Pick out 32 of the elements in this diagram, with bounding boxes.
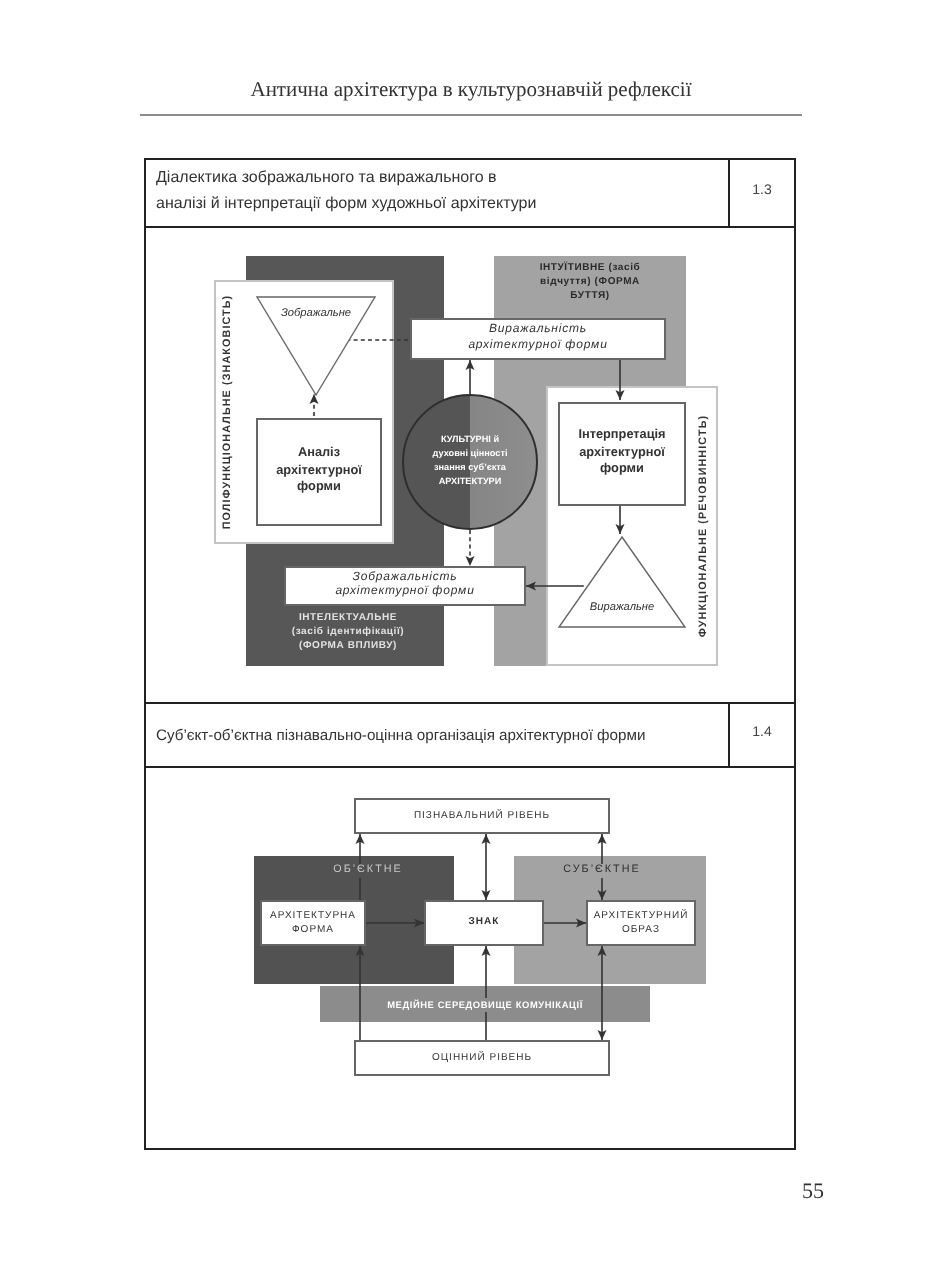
arrow (543, 918, 587, 928)
shaded-panel (254, 856, 454, 984)
dashed-arrow (309, 393, 319, 417)
arrow (355, 833, 365, 901)
arrow (525, 581, 585, 591)
arrow (615, 503, 625, 535)
inverted-triangle (256, 296, 376, 396)
dashed-arrow (465, 529, 475, 567)
panel (214, 280, 394, 544)
arrow (465, 359, 475, 395)
triangle (558, 536, 686, 628)
level-box (354, 798, 610, 834)
double-arrow (597, 833, 607, 901)
level-box (354, 1040, 610, 1076)
shaded-panel (514, 856, 706, 984)
process-box (260, 900, 366, 946)
process-box (256, 418, 382, 526)
process-box (410, 318, 666, 360)
arrow (355, 945, 365, 1041)
arrow (481, 945, 491, 1041)
process-box (558, 402, 686, 506)
process-box (424, 900, 544, 946)
panel (546, 386, 718, 666)
figure-title: Діалектика зображального та виражального в аналізі й інтерпретації форм художньої архітектури (156, 166, 539, 216)
process-box (586, 900, 696, 946)
arrow (615, 359, 625, 401)
running-header: Антична архітектура в культурознавчій рефлексії (248, 80, 694, 102)
page-number: 55 (800, 1180, 824, 1204)
double-arrow (597, 945, 607, 1041)
double-arrow (481, 833, 491, 901)
arrow (365, 918, 425, 928)
process-box (284, 566, 526, 606)
